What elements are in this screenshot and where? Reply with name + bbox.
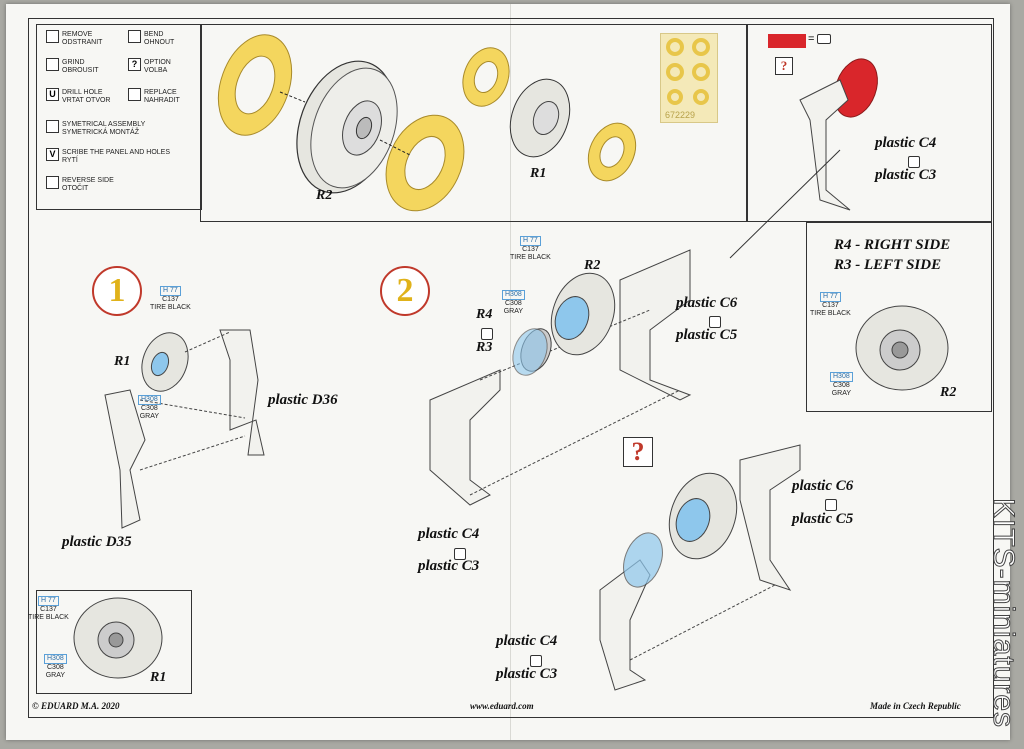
plastic-c3-step2: plastic C3	[418, 558, 480, 574]
r1-wheel-detail-box	[36, 590, 192, 694]
legend-label-cz: OTOČIT	[62, 185, 89, 192]
symmetric-icon-step2-a	[454, 545, 466, 563]
step-1-marker: 1	[92, 266, 142, 316]
part-r1-step1-label: R1	[114, 354, 131, 369]
legend-label-cz: OBROUSIT	[62, 67, 99, 74]
replace-icon	[128, 88, 141, 101]
legend-label-en: REVERSE SIDE	[62, 177, 114, 184]
legend-label-en: BEND	[144, 31, 164, 38]
plastic-c6-step2: plastic C6	[676, 295, 738, 311]
plastic-c4-top: plastic C4	[875, 135, 937, 151]
symmetric-icon-option-c	[825, 496, 837, 514]
remove-icon	[46, 30, 59, 43]
legend-box	[36, 24, 202, 210]
option-detail-box	[746, 24, 992, 222]
legend-label-cz: VOLBA	[144, 67, 168, 74]
part-r4-label: R4	[476, 307, 493, 322]
sheet-frame	[28, 18, 994, 718]
symmetric-icon-option-a	[530, 652, 542, 670]
reverse-side-icon	[46, 176, 59, 189]
scribe-icon: V	[46, 148, 59, 161]
legend-label-en: SCRIBE THE PANEL AND HOLES	[62, 149, 171, 156]
legend-label-cz: RYTÍ	[62, 157, 78, 164]
drill-hole-icon: U	[46, 88, 59, 101]
plastic-c3-top: plastic C3	[875, 167, 937, 183]
plastic-c5-step2: plastic C5	[676, 327, 738, 343]
legend-label-cz: SYMETRICKÁ MONTÁŽ	[62, 129, 140, 136]
plastic-c5-option: plastic C5	[792, 511, 854, 527]
plastic-c4-step2: plastic C4	[418, 526, 480, 542]
made-in: Made in Czech Republic	[870, 701, 961, 711]
option-icon: ?	[128, 58, 141, 71]
bend-icon	[128, 30, 141, 43]
legend-label-en: REMOVE	[62, 31, 93, 38]
legend-label-en: OPTION	[144, 59, 171, 66]
part-r3-label: R3	[476, 340, 493, 355]
plastic-c6-option: plastic C6	[792, 478, 854, 494]
legend-label-en: DRILL HOLE	[62, 89, 103, 96]
website-url: www.eduard.com	[470, 701, 534, 711]
legend-label-en: REPLACE	[144, 89, 177, 96]
legend-label-cz: OHNOUT	[144, 39, 175, 46]
r4-r3-symmetric-icon	[481, 325, 493, 343]
r2-wheel-detail-box	[806, 222, 992, 412]
legend-label-en: GRIND	[62, 59, 85, 66]
legend-label-en: SYMETRICAL ASSEMBLY	[62, 121, 146, 128]
grind-icon	[46, 58, 59, 71]
plastic-d36: plastic D36	[268, 392, 338, 408]
legend-label-cz: ODSTRANIT	[62, 39, 103, 46]
r2-r1-mask-box	[200, 24, 748, 222]
symmetrical-assembly-icon	[46, 120, 59, 133]
left-side-note: R3 - LEFT SIDE	[834, 257, 942, 273]
mask-sheet-label: 672229	[665, 110, 696, 120]
option-mark: ?	[623, 437, 653, 467]
symmetric-icon-top	[908, 153, 920, 171]
part-r1-top-label: R1	[530, 166, 547, 181]
plastic-c4-option: plastic C4	[496, 633, 558, 649]
part-r1-detail-label: R1	[150, 670, 167, 685]
red-mask-equals: =	[808, 33, 832, 45]
step-2-marker: 2	[380, 266, 430, 316]
legend-label-cz: NAHRADIT	[144, 97, 180, 104]
part-r2-step2-label: R2	[584, 258, 601, 273]
part-r2-detail-label: R2	[940, 385, 957, 400]
option-mark-top: ?	[775, 57, 793, 75]
watermark: KITS-miniatures	[987, 497, 1021, 729]
symmetric-icon-step2-c	[709, 313, 721, 331]
plastic-d35: plastic D35	[62, 534, 132, 550]
plastic-c3-option: plastic C3	[496, 666, 558, 682]
copyright: © EDUARD M.A. 2020	[32, 701, 120, 711]
legend-label-cz: VRTAT OTVOR	[62, 97, 111, 104]
right-side-note: R4 - RIGHT SIDE	[834, 237, 951, 253]
part-r2-top-label: R2	[316, 188, 333, 203]
